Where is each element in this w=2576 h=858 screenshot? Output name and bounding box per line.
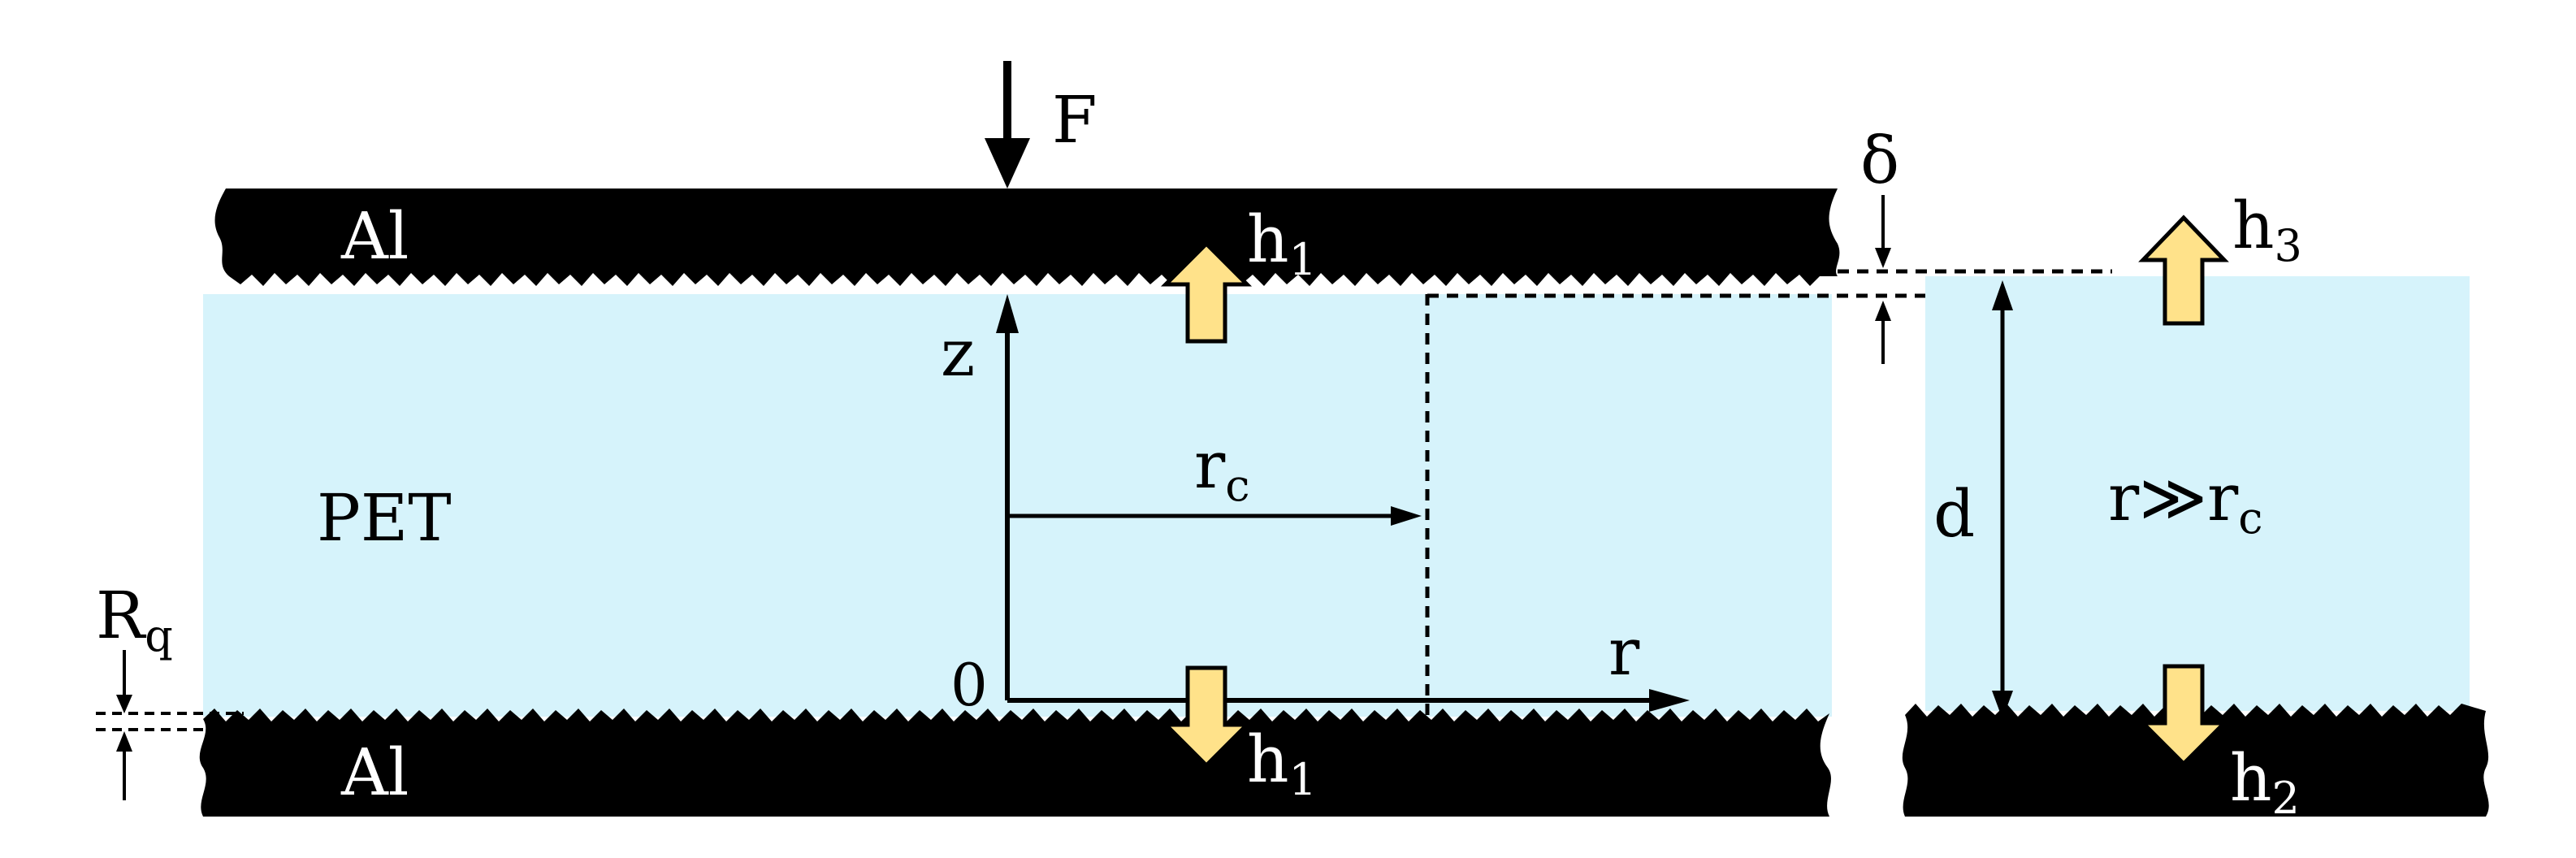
al-bottom-label: Al (340, 734, 409, 810)
al-bottom-plate-far-field (1902, 704, 2489, 817)
al-top-plate (214, 188, 1840, 286)
roughness-label: Rq (96, 578, 173, 661)
h1-top-main: h (1247, 202, 1289, 277)
h2-main: h (2230, 740, 2272, 816)
h1-top-sub: 1 (1289, 234, 1317, 285)
z-axis (996, 294, 1019, 700)
al-top-label: Al (340, 198, 409, 274)
delta-arrow-down (1875, 195, 1891, 268)
delta-arrow-up (1875, 301, 1891, 364)
al-bottom-plate (199, 708, 1831, 817)
pet-film-main (203, 294, 1832, 717)
z-axis-label: z (941, 315, 975, 391)
origin-label: 0 (950, 651, 988, 719)
h1-bottom-main: h (1247, 722, 1289, 797)
roughness-sub: q (145, 610, 173, 661)
h1-bottom-heat-arrow (1160, 665, 1253, 769)
r-axis (1007, 689, 1690, 712)
pet-label: PET (317, 480, 452, 556)
far-field-label: r≫rc (2108, 460, 2262, 544)
h3-heat-arrow (2138, 214, 2229, 326)
delta-label: δ (1860, 123, 1899, 198)
contact-radius-arrow (1007, 506, 1422, 526)
roughness-arrow-up (116, 731, 132, 800)
h1-top-heat-arrow (1160, 240, 1253, 344)
h3-sub: 3 (2275, 220, 2302, 271)
contact-radius-sub: c (1225, 460, 1249, 511)
h3-main: h (2232, 188, 2275, 263)
thickness-arrow (1992, 280, 2013, 719)
contact-radius-label: rc (1194, 427, 1250, 511)
pet-film-far-field (1925, 276, 2470, 711)
h1-bottom-label: h1 (1247, 722, 1317, 805)
r-axis-label: r (1608, 614, 1640, 690)
h2-label: h2 (2230, 740, 2300, 824)
h3-label: h3 (2232, 188, 2302, 271)
h1-bottom-sub: 1 (1289, 754, 1317, 805)
roughness-main: R (96, 578, 147, 653)
force-label: F (1052, 82, 1098, 158)
h1-top-label: h1 (1247, 202, 1317, 285)
h2-sub: 2 (2272, 773, 2300, 824)
thickness-label: d (1933, 476, 1975, 552)
force-arrow (985, 61, 1030, 188)
far-field-main: r≫r (2108, 460, 2239, 535)
roughness-arrow-down (116, 650, 132, 713)
contact-radius-main: r (1194, 427, 1226, 503)
h2-heat-arrow (2137, 664, 2230, 767)
far-field-sub: c (2238, 492, 2262, 544)
